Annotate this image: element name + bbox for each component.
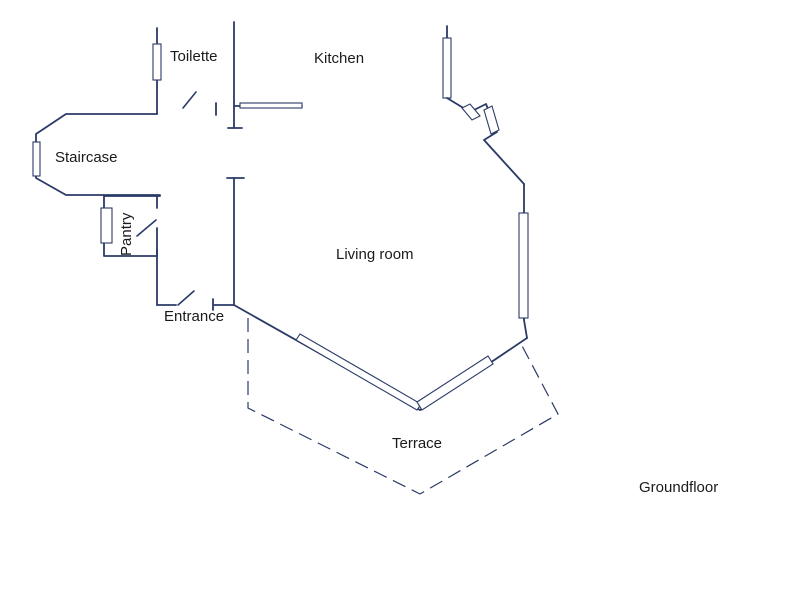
door-toilette <box>182 91 197 109</box>
wall-living-east-corner <box>523 319 528 339</box>
terrace-outline <box>247 318 559 495</box>
window-bay-1 <box>461 103 481 121</box>
window-living-southwest <box>295 333 422 411</box>
window-bay-2 <box>483 105 500 135</box>
room-label-pantry: Pantry <box>118 212 135 256</box>
window-toilette <box>152 43 162 81</box>
door-entrance <box>177 290 195 306</box>
room-label-kitchen: Kitchen <box>314 50 365 67</box>
floor-label: Groundfloor <box>639 479 719 496</box>
window-living-east <box>518 212 529 319</box>
window-pantry <box>100 207 113 244</box>
window-staircase <box>32 141 41 177</box>
room-label-staircase: Staircase <box>55 149 118 166</box>
door-pantry <box>136 219 157 237</box>
room-label-living-room: Living room <box>336 246 414 263</box>
room-label-toilette: Toilette <box>170 48 218 65</box>
room-label-terrace: Terrace <box>392 435 443 452</box>
window-living-southeast <box>416 355 494 411</box>
counter-kitchen <box>239 102 303 109</box>
window-kitchen <box>442 37 452 99</box>
room-label-entrance: Entrance <box>164 308 225 325</box>
